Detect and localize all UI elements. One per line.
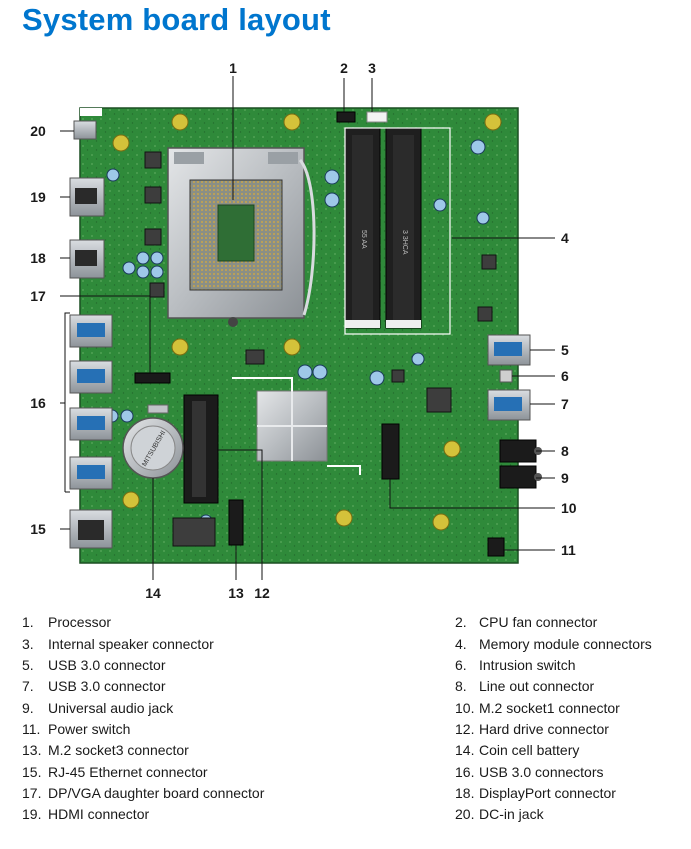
callout-15: 15	[30, 521, 46, 537]
callout-7: 7	[561, 396, 569, 412]
legend-item-15: 15.RJ-45 Ethernet connector	[22, 764, 208, 780]
hdmi-port	[69, 177, 105, 217]
callout-9: 9	[561, 470, 569, 486]
m2-socket3	[228, 499, 244, 546]
callout-11: 11	[561, 542, 576, 558]
m2-socket1	[381, 423, 400, 480]
legend-item-7: 7.USB 3.0 connector	[22, 678, 166, 694]
legend-item-19: 19.HDMI connector	[22, 806, 150, 822]
callout-1: 1	[229, 60, 237, 76]
displayport-port	[69, 239, 105, 279]
callout-3: 3	[368, 60, 376, 76]
legend-item-1: 1.Processor	[22, 614, 112, 630]
hard-drive-connector	[183, 394, 219, 504]
callout-6: 6	[561, 368, 569, 384]
legend-item-5: 5.USB 3.0 connector	[22, 657, 166, 673]
dimm-label-a: 55 AA	[360, 230, 367, 249]
callout-10: 10	[561, 500, 577, 516]
legend-item-12: 12.Hard drive connector	[455, 721, 609, 737]
right-usb-ports	[487, 334, 531, 421]
cpu-socket	[167, 147, 316, 327]
legend-item-20: 20.DC-in jack	[455, 806, 544, 822]
left-usb-ports	[69, 314, 113, 490]
cpu-fan-connector	[336, 111, 356, 123]
legend-item-8: 8.Line out connector	[455, 678, 595, 694]
callout-13: 13	[228, 585, 244, 601]
callout-5: 5	[561, 342, 569, 358]
legend-item-17: 17.DP/VGA daughter board connector	[22, 785, 265, 801]
system-board-figure: 55 AA 3 3HCA	[30, 60, 577, 601]
legend-item-9: 9.Universal audio jack	[22, 700, 174, 716]
callout-8: 8	[561, 443, 569, 459]
callout-17: 17	[30, 288, 46, 304]
speaker-connector	[366, 111, 388, 123]
callout-19: 19	[30, 189, 46, 205]
callout-14: 14	[145, 585, 161, 601]
intrusion-switch	[499, 369, 513, 383]
callout-20: 20	[30, 123, 46, 139]
callout-12: 12	[254, 585, 270, 601]
callout-2: 2	[340, 60, 348, 76]
memory-slots: 55 AA 3 3HCA	[344, 127, 422, 329]
dimm-label-b: 3 3HCA	[401, 230, 408, 255]
legend-item-11: 11.Power switch	[22, 721, 131, 737]
power-switch	[487, 537, 505, 557]
legend-item-16: 16.USB 3.0 connectors	[455, 764, 604, 780]
capacitors	[105, 139, 490, 528]
dp-vga-connector	[134, 372, 171, 384]
dc-in-jack	[73, 120, 97, 140]
coin-cell-battery: MITSUBISHI	[122, 404, 184, 479]
page-title: System board layout	[22, 2, 331, 37]
callout-lines	[60, 76, 555, 580]
dimm-outline	[344, 127, 451, 335]
rj45-port	[69, 509, 113, 549]
callout-4: 4	[561, 230, 569, 246]
chips	[144, 151, 497, 547]
callouts: 1 2 3 4 5 6 7 8 9 10 11 12 13 14 15 16 1…	[30, 60, 577, 601]
legend-item-6: 6.Intrusion switch	[455, 657, 576, 673]
legend-item-14: 14.Coin cell battery	[455, 742, 580, 758]
legend-item-2: 2.CPU fan connector	[455, 614, 598, 630]
legend-item-13: 13.M.2 socket3 connector	[22, 742, 189, 758]
audio-jacks	[499, 439, 542, 489]
legend-item-10: 10.M.2 socket1 connector	[455, 700, 620, 716]
mounting-holes	[112, 113, 502, 531]
legend-item-4: 4.Memory module connectors	[455, 636, 652, 652]
callout-16: 16	[30, 395, 46, 411]
legend-item-3: 3.Internal speaker connector	[22, 636, 214, 652]
legend-item-18: 18.DisplayPort connector	[455, 785, 616, 801]
chipset-heatsink	[232, 377, 361, 475]
callout-18: 18	[30, 250, 46, 266]
